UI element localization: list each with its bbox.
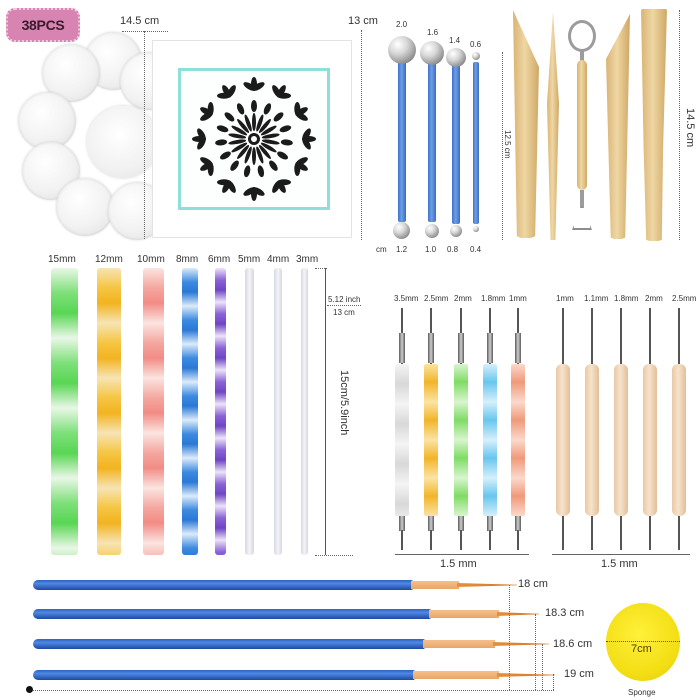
rod-size-label: 8mm — [176, 254, 199, 265]
clay-flat-tool — [641, 9, 667, 241]
stencil-left-dimension-line — [144, 31, 145, 239]
wood-pen-size-label: 1.1mm — [584, 294, 609, 303]
wood-dotting-pen — [556, 308, 570, 550]
mandala-stencil — [178, 68, 330, 210]
rod-8mm — [182, 268, 198, 555]
wood-pen-size-label: 2mm — [645, 294, 663, 303]
paint-brush — [33, 639, 549, 649]
rod-size-label: 10mm — [137, 254, 165, 265]
dotting-pen — [511, 308, 525, 550]
sponge-caption: Sponge — [628, 688, 656, 697]
brush-length-label: 18.6 cm — [553, 638, 593, 650]
clay-scraper-tool — [606, 14, 630, 239]
stencil-height-label: 13 cm — [348, 15, 378, 27]
rod-3mm — [301, 268, 308, 555]
acrylic-pen-tip-label: 1.5 mm — [440, 558, 477, 570]
clay-loop-tool-bottom — [572, 206, 592, 230]
brush-length-label: 18.3 cm — [545, 607, 585, 619]
brush-baseline — [30, 690, 554, 691]
wood-pen-size-label: 1mm — [556, 294, 574, 303]
acrylic-pen-baseline — [395, 554, 529, 555]
clay-tool-length-line — [679, 10, 680, 240]
rod-size-label: 5mm — [238, 254, 261, 265]
rod-size-label: 12mm — [95, 254, 123, 265]
rod-inch-label: 5.12 inch — [328, 295, 361, 304]
ball-size-bottom-label: 1.2 — [396, 245, 408, 254]
ball-size-top-label: 0.6 — [470, 40, 482, 49]
rod-length-line — [325, 268, 326, 555]
palette-width-label: 14.5 cm — [120, 15, 160, 27]
dotting-pen — [424, 308, 438, 550]
wood-dotting-pen — [614, 308, 628, 550]
wood-dotting-pen — [672, 308, 686, 550]
dotting-pen — [483, 308, 497, 550]
rod-12mm — [97, 268, 121, 555]
ball-size-top-label: 1.4 — [449, 36, 461, 45]
rod-5mm — [245, 268, 254, 555]
clay-knife-tool — [513, 10, 539, 238]
ball-size-top-label: 2.0 — [396, 20, 408, 29]
rod-size-label: 15mm — [48, 254, 76, 265]
brush-length-label: 19 cm — [564, 668, 594, 680]
rod-size-label: 4mm — [267, 254, 290, 265]
dotting-pen — [395, 308, 409, 550]
ball-tool-length-label: 12.5 cm — [503, 130, 512, 159]
brush-length-label: 18 cm — [518, 578, 548, 590]
wood-pen-tip-label: 1.5 mm — [601, 558, 638, 570]
rod-15mm — [51, 268, 78, 555]
wood-pen-baseline — [552, 554, 690, 555]
dot-pen-size-label: 2mm — [454, 294, 472, 303]
dot-pen-size-label: 1.8mm — [481, 294, 506, 303]
rod-size-label: 3mm — [296, 254, 319, 265]
dotting-pen — [454, 308, 468, 550]
rod-size-label: 6mm — [208, 254, 231, 265]
piece-count-badge: 38PCS — [6, 8, 80, 42]
dot-pen-size-label: 2.5mm — [424, 294, 449, 303]
ball-bottom-unit-label: cm — [376, 245, 387, 254]
mandala-pattern-icon — [192, 77, 316, 201]
ball-size-top-label: 1.6 — [427, 28, 439, 37]
width-dimension-line — [122, 31, 168, 32]
clay-tool-length-label: 14.5 cm — [684, 108, 696, 148]
wood-pen-size-label: 2.5mm — [672, 294, 697, 303]
wood-pen-size-label: 1.8mm — [614, 294, 639, 303]
clay-pointed-tool — [547, 12, 559, 240]
paint-palette — [12, 32, 178, 240]
piece-count-label: 38PCS — [21, 17, 65, 33]
stencil-height-dimension-line — [361, 30, 362, 240]
ball-tool-length-line — [502, 52, 503, 240]
sponge-diameter-line — [606, 641, 680, 642]
ball-size-bottom-label: 0.4 — [470, 245, 482, 254]
sponge-size-label: 7cm — [631, 643, 652, 655]
clay-loop-tool-handle — [577, 60, 587, 190]
paint-brush — [33, 609, 539, 619]
dot-pen-size-label: 1mm — [509, 294, 527, 303]
baseline-dot-icon — [26, 686, 33, 693]
wood-dotting-pen — [643, 308, 657, 550]
ball-size-bottom-label: 1.0 — [425, 245, 437, 254]
ball-size-bottom-label: 0.8 — [447, 245, 459, 254]
sponge — [606, 603, 680, 681]
paint-brush — [33, 580, 517, 590]
rod-6mm — [215, 268, 226, 555]
wood-dotting-pen — [585, 308, 599, 550]
rod-length-label: 15cm/5.9inch — [338, 370, 350, 436]
clay-loop-tool-top — [568, 20, 596, 52]
rod-4mm — [274, 268, 282, 555]
dot-pen-size-label: 3.5mm — [394, 294, 419, 303]
paint-brush — [33, 670, 555, 680]
rod-cm-label: 13 cm — [333, 308, 355, 317]
rod-10mm — [143, 268, 164, 555]
